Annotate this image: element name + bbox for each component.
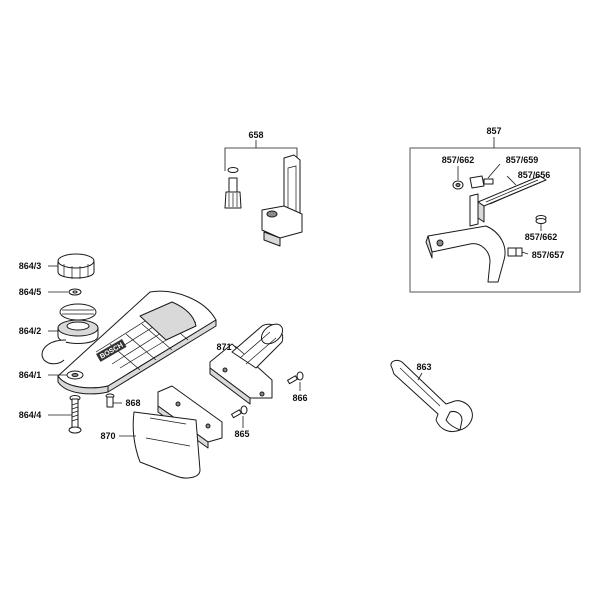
part-871-dust-adapter xyxy=(209,323,284,405)
label-857-656: 857/656 xyxy=(518,170,551,180)
part-857-guide-set xyxy=(409,137,581,293)
label-868: 868 xyxy=(125,398,140,408)
part-868-screw xyxy=(105,393,122,408)
label-857-662-top: 857/662 xyxy=(442,155,475,165)
label-658: 658 xyxy=(248,130,263,140)
label-864-4: 864/4 xyxy=(19,410,42,420)
label-863: 863 xyxy=(416,362,431,372)
part-865-screw xyxy=(231,405,248,428)
label-864-1: 864/1 xyxy=(19,370,42,380)
part-866-screw xyxy=(287,371,304,391)
part-864-base-plate: BOSCH xyxy=(41,253,217,434)
label-864-2: 864/2 xyxy=(19,326,42,336)
part-labels: 658 857 857/662 857/659 857/656 857/662 … xyxy=(19,126,565,441)
label-870: 870 xyxy=(100,431,115,441)
label-857-662-bottom: 857/662 xyxy=(525,232,558,242)
label-857-659: 857/659 xyxy=(506,155,539,165)
label-864-5: 864/5 xyxy=(19,287,42,297)
label-857-657: 857/657 xyxy=(532,250,565,260)
label-866: 866 xyxy=(292,393,307,403)
label-857: 857 xyxy=(486,126,501,136)
part-870-chip-deflector xyxy=(119,385,223,479)
label-865: 865 xyxy=(234,429,249,439)
label-871: 871 xyxy=(216,342,231,352)
label-864-3: 864/3 xyxy=(19,261,42,271)
part-658-fence-bracket xyxy=(224,140,303,247)
part-863-wrench xyxy=(390,359,473,433)
